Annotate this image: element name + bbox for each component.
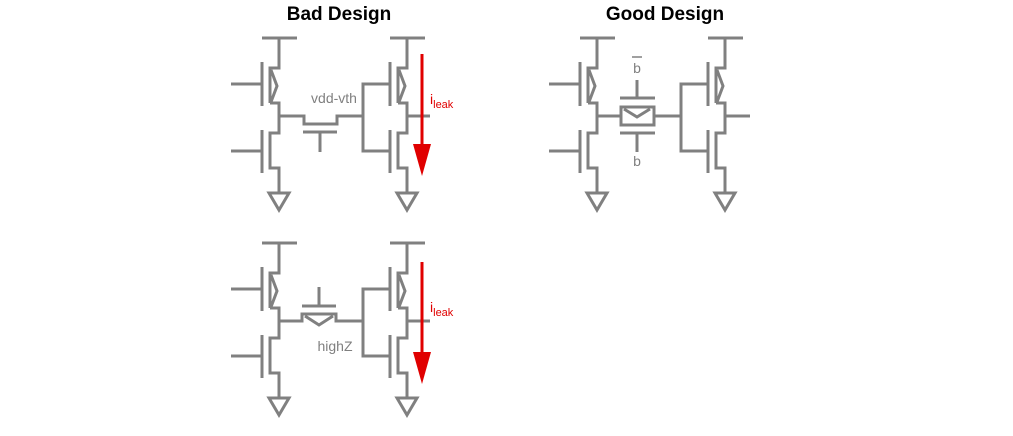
- bad1-driver-pmos-arrow: [269, 69, 279, 103]
- bad1-receiver-ground-symbol: [394, 191, 420, 213]
- good-driver-pmos-source: [586, 38, 599, 103]
- bad2-driver-nmos-channel: [268, 321, 281, 398]
- highz-label: highZ: [317, 338, 352, 354]
- bad2-driver-pmos-source: [268, 243, 281, 308]
- b-bar-label: b: [633, 60, 641, 76]
- good-tgate-body: [619, 105, 656, 127]
- bad1-receiver-gates-tied: [361, 82, 390, 153]
- vdd-vth-label: vdd-vth: [311, 90, 357, 106]
- b-label: b: [633, 153, 641, 169]
- good-tgate-pmos-arrow: [623, 107, 651, 119]
- bad-design-circuit-pmos-pass: [231, 241, 431, 418]
- bad-design-title: Bad Design: [287, 4, 392, 25]
- bad1-driver-ground-symbol: [266, 191, 292, 213]
- bad2-driver-pmos-drain: [270, 306, 281, 321]
- ileak-arrow-top-head: [413, 144, 431, 176]
- bad1-driver-pmos-drain: [270, 101, 281, 116]
- good-driver-pmos-arrow: [587, 69, 597, 103]
- good-receiver-nmos-channel: [714, 116, 727, 193]
- good-design-title: Good Design: [606, 4, 724, 25]
- good-driver-ground-symbol: [584, 191, 610, 213]
- bad2-receiver-gates-tied: [361, 287, 390, 358]
- bad1-driver-pmos-source: [268, 38, 281, 103]
- bad1-receiver-nmos-channel: [396, 116, 409, 193]
- bad2-receiver-ground-symbol: [394, 396, 420, 418]
- good-receiver-gates-tied: [679, 82, 708, 153]
- bad2-receiver-pmos-drain: [398, 306, 409, 321]
- bad1-receiver-pmos-drain: [398, 101, 409, 116]
- ileak-label-bottom: ileak: [430, 299, 454, 319]
- bad1-receiver-pmos-source: [396, 38, 409, 103]
- bad1-driver-nmos-channel: [268, 116, 281, 193]
- bad2-pass-pmos-channel: [279, 312, 363, 323]
- bad2-receiver-pmos-arrow: [397, 274, 407, 308]
- good-receiver-pmos-source: [714, 38, 727, 103]
- bad2-pass-pmos-arrow: [304, 314, 334, 327]
- bad1-pass-nmos-channel: [279, 114, 363, 126]
- good-driver-pmos-drain: [588, 101, 599, 116]
- bad2-driver-ground-symbol: [266, 396, 292, 418]
- bad1-receiver-pmos-arrow: [397, 69, 407, 103]
- good-receiver-pmos-arrow: [715, 69, 725, 103]
- good-receiver-ground-symbol: [712, 191, 738, 213]
- bad2-driver-pmos-arrow: [269, 274, 279, 308]
- ileak-label-top: ileak: [430, 91, 454, 111]
- bad2-receiver-nmos-channel: [396, 321, 409, 398]
- good-design-circuit-transmission-gate: [549, 36, 750, 213]
- good-driver-nmos-channel: [586, 116, 599, 193]
- good-receiver-pmos-drain: [716, 101, 727, 116]
- ileak-arrow-bottom-head: [413, 352, 431, 384]
- bad2-receiver-pmos-source: [396, 243, 409, 308]
- bad-design-circuit-nmos-pass: [231, 36, 431, 213]
